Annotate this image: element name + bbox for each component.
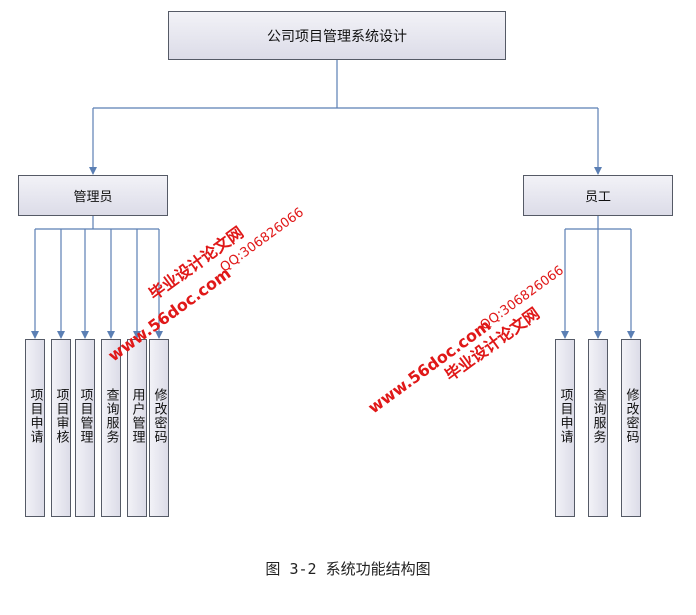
admin-child-project-apply: 项目申请 [25, 339, 45, 517]
admin-child-label: 用户管理 [129, 388, 145, 444]
admin-child-change-password: 修改密码 [149, 339, 169, 517]
admin-child-project-manage: 项目管理 [75, 339, 95, 517]
employee-node-label: 员工 [584, 190, 611, 205]
figure-caption: 图 3-2 系统功能结构图 [265, 560, 431, 578]
employee-node: 员工 [523, 175, 673, 216]
employee-child-query-service: 查询服务 [588, 339, 608, 517]
admin-child-label: 项目审核 [53, 388, 69, 444]
employee-child-project-apply: 项目申请 [555, 339, 575, 517]
admin-child-label: 项目申请 [27, 388, 43, 444]
admin-child-label: 修改密码 [151, 388, 167, 444]
admin-child-label: 项目管理 [77, 388, 93, 444]
root-node: 公司项目管理系统设计 [168, 11, 506, 60]
root-node-label: 公司项目管理系统设计 [267, 28, 407, 45]
employee-child-change-password: 修改密码 [621, 339, 641, 517]
admin-child-label: 查询服务 [103, 388, 119, 444]
employee-child-label: 查询服务 [590, 388, 606, 444]
admin-child-query-service: 查询服务 [101, 339, 121, 517]
employee-child-label: 修改密码 [623, 388, 639, 444]
admin-child-project-review: 项目审核 [51, 339, 71, 517]
admin-child-user-manage: 用户管理 [127, 339, 147, 517]
admin-node-label: 管理员 [73, 190, 113, 205]
admin-node: 管理员 [18, 175, 168, 216]
employee-child-label: 项目申请 [557, 388, 573, 444]
